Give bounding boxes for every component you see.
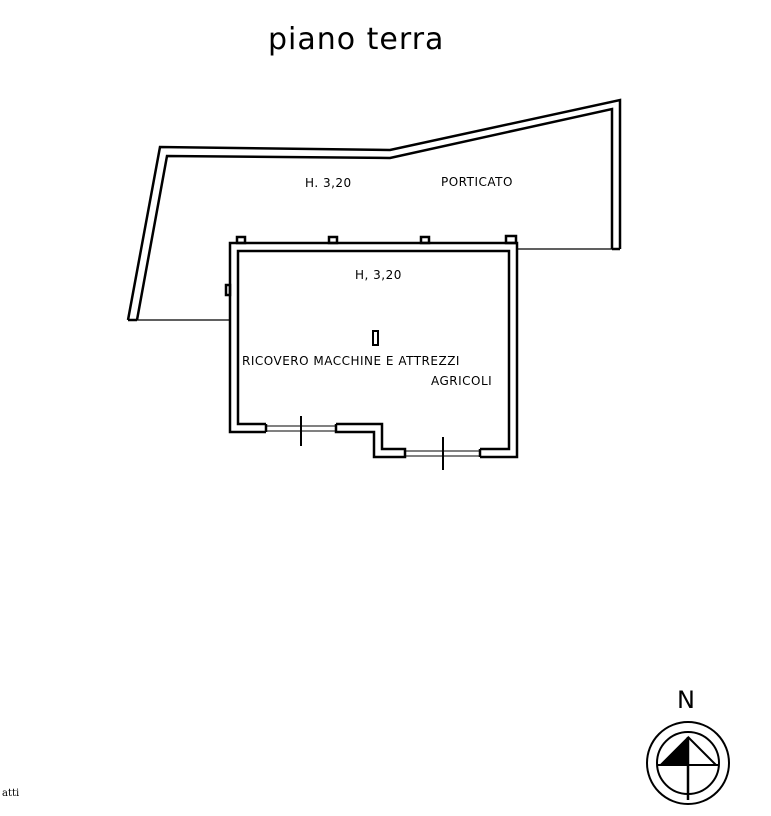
pillar bbox=[327, 235, 339, 245]
pillar bbox=[224, 283, 232, 297]
pillar bbox=[504, 234, 518, 245]
compass-needle-edge bbox=[687, 736, 717, 766]
porch-height-label: H. 3,20 bbox=[305, 176, 352, 190]
plan-title: piano terra bbox=[268, 22, 445, 57]
pillar bbox=[419, 235, 431, 245]
pillar bbox=[235, 235, 247, 245]
room-height-label: H, 3,20 bbox=[355, 268, 402, 282]
room-wall-outer bbox=[228, 241, 519, 459]
room-wall-step bbox=[334, 422, 407, 459]
porch-wall-outer bbox=[126, 98, 622, 321]
room-name-line2: AGRICOLI bbox=[431, 374, 493, 388]
porch-wall-inner bbox=[135, 107, 614, 321]
column bbox=[372, 330, 379, 346]
compass-outer-ring bbox=[646, 721, 730, 805]
footer-text: atti bbox=[2, 788, 20, 799]
porch-label: PORTICATO bbox=[441, 175, 513, 189]
compass-icon bbox=[646, 721, 730, 805]
compass-north-label: N bbox=[677, 686, 695, 714]
windows bbox=[266, 416, 480, 470]
compass-needle-fill bbox=[658, 735, 689, 766]
room-wall-inner bbox=[236, 249, 511, 451]
room-name-line1: RICOVERO MACCHINE E ATTREZZI bbox=[242, 354, 460, 368]
